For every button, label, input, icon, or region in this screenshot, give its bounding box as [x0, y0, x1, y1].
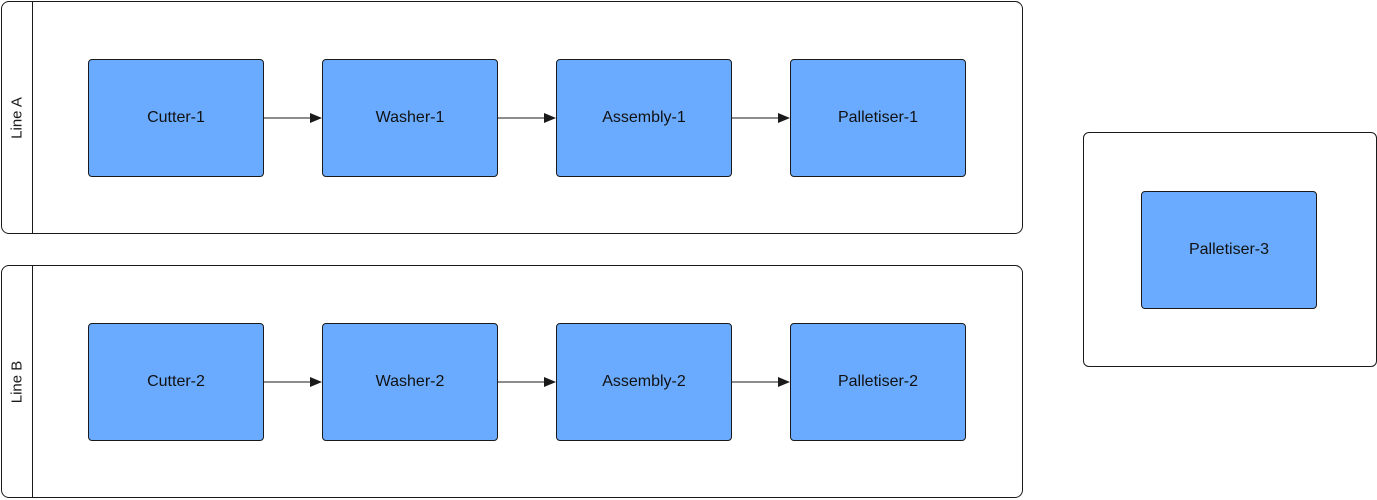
node-assembly-2[interactable]: Assembly-2 [556, 323, 732, 441]
node-palletiser-1[interactable]: Palletiser-1 [790, 59, 966, 177]
swimlane-label-line-b: Line B [8, 360, 26, 403]
swimlane-header-line-b: Line B [2, 266, 33, 497]
node-washer-2[interactable]: Washer-2 [322, 323, 498, 441]
swimlane-header-line-a: Line A [2, 2, 33, 233]
node-washer-1[interactable]: Washer-1 [322, 59, 498, 177]
node-assembly-1[interactable]: Assembly-1 [556, 59, 732, 177]
node-palletiser-3[interactable]: Palletiser-3 [1141, 191, 1317, 309]
node-cutter-2[interactable]: Cutter-2 [88, 323, 264, 441]
node-cutter-1[interactable]: Cutter-1 [88, 59, 264, 177]
node-palletiser-2[interactable]: Palletiser-2 [790, 323, 966, 441]
swimlane-label-line-a: Line A [8, 96, 26, 139]
